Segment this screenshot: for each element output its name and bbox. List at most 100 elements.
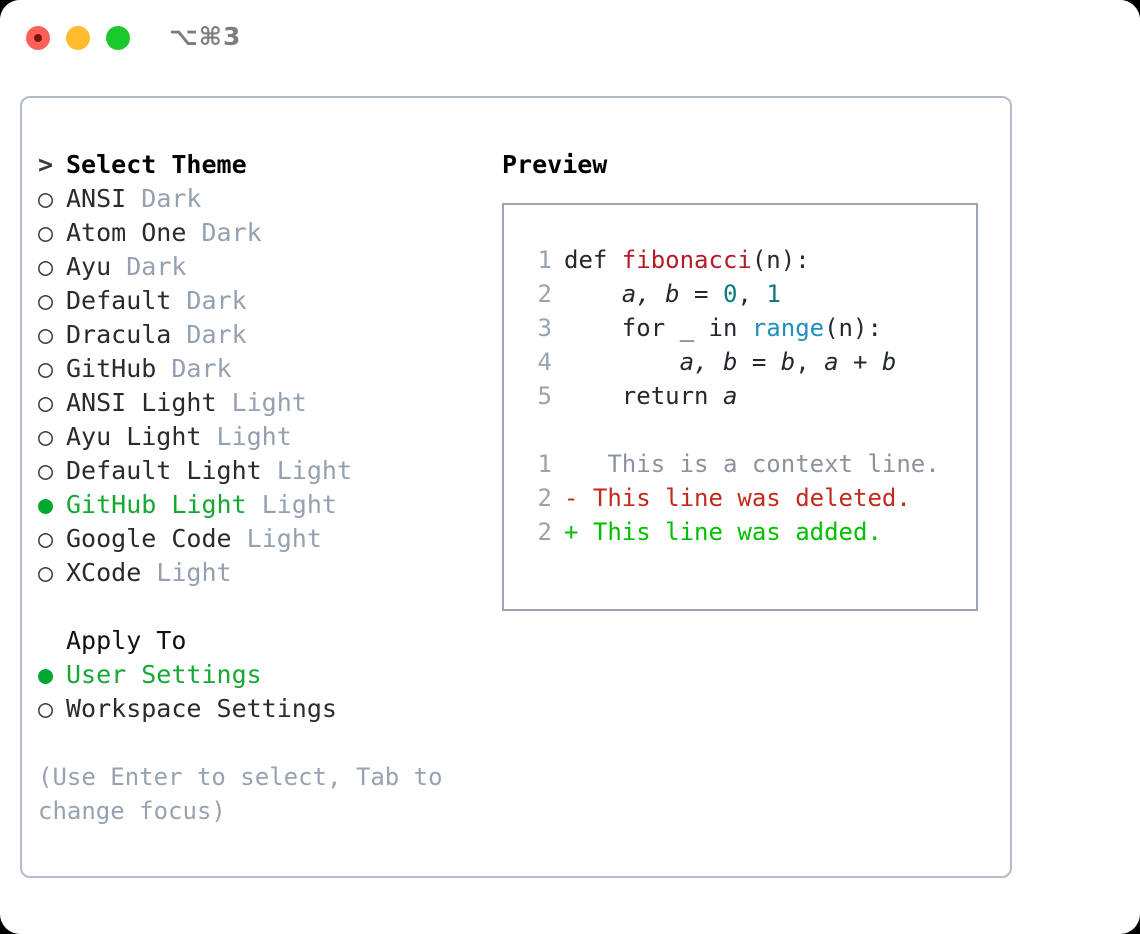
code-token: a, b: [621, 280, 680, 308]
code-token: (n):: [751, 246, 810, 274]
radio-unselected-icon: ○: [38, 218, 54, 247]
code-line-number: 5: [537, 382, 552, 410]
theme-variant-badge: Dark: [186, 286, 247, 315]
apply-to-option-label: Workspace Settings: [66, 694, 337, 723]
theme-name-label: GitHub Light: [66, 490, 247, 519]
code-token: return: [564, 382, 723, 410]
theme-list-item[interactable]: ○ Ayu Light Light: [38, 420, 488, 454]
radio-unselected-icon: ○: [38, 388, 54, 417]
theme-variant-badge: Light: [216, 422, 292, 451]
spacer: [201, 422, 216, 451]
apply-to-heading: Apply To: [66, 626, 187, 655]
spacer: [171, 320, 186, 349]
theme-list-item[interactable]: ○ ANSI Light Light: [38, 386, 488, 420]
theme-list-item[interactable]: ○ Atom One Dark: [38, 216, 488, 250]
theme-name-label: Dracula: [66, 320, 172, 349]
theme-name-label: Ayu Light: [66, 422, 202, 451]
spacer: [141, 558, 156, 587]
apply-to-option[interactable]: ○Workspace Settings: [38, 692, 488, 726]
theme-list-header-label: Select Theme: [66, 150, 247, 179]
code-token: range: [751, 314, 825, 342]
theme-list-item[interactable]: ○ Ayu Dark: [38, 250, 488, 284]
diff-lines: 1 This is a context line.2- This line wa…: [522, 447, 968, 549]
theme-list-item[interactable]: ○GitHub Dark: [38, 352, 488, 386]
code-token: +: [838, 348, 882, 376]
theme-name-label: Atom One: [66, 218, 187, 247]
theme-list-item[interactable]: ○XCode Light: [38, 556, 488, 590]
code-token: def: [564, 246, 622, 274]
code-line-number: 2: [537, 280, 552, 308]
theme-variant-badge: Dark: [201, 218, 262, 247]
radio-unselected-icon: ○: [38, 252, 54, 281]
main-panel: > Select Theme ○ANSI Dark○Atom One Dark○…: [20, 96, 1012, 878]
radio-unselected-icon: ○: [38, 558, 54, 587]
theme-name-label: Ayu: [66, 252, 112, 281]
diff-sign: -: [564, 484, 579, 512]
spacer: [186, 218, 201, 247]
code-line-number: 1: [537, 246, 552, 274]
radio-unselected-icon: ○: [38, 524, 54, 553]
spacer: [232, 524, 247, 553]
apply-to-option[interactable]: ●User Settings: [38, 658, 488, 692]
theme-list-item[interactable]: ○ANSI Dark: [38, 182, 488, 216]
theme-name-label: Default Light: [66, 456, 262, 485]
theme-list-item[interactable]: ●GitHub Light Light: [38, 488, 488, 522]
close-window-icon[interactable]: [26, 26, 50, 50]
code-line: 4 a, b = b, a + b: [522, 345, 968, 379]
code-token: fibonacci: [621, 246, 752, 274]
title-bar: ⌥⌘3: [0, 0, 1140, 76]
list-spacer: [38, 590, 488, 624]
diff-line-number: 2: [537, 484, 552, 512]
theme-name-label: Default: [66, 286, 172, 315]
spacer: [217, 388, 232, 417]
code-token: a: [824, 348, 839, 376]
theme-name-label: Google Code: [66, 524, 232, 553]
radio-unselected-icon: ○: [38, 354, 54, 383]
preview-title: Preview: [502, 150, 608, 179]
diff-line-number: 1: [537, 450, 552, 478]
spacer: [111, 252, 126, 281]
diff-text: This is a context line.: [578, 450, 940, 478]
radio-unselected-icon: ○: [38, 286, 54, 315]
code-line: 1 def fibonacci(n):: [522, 243, 968, 277]
diff-line: 1 This is a context line.: [522, 447, 968, 481]
code-token: (n):: [824, 314, 882, 342]
diff-sign: [564, 450, 578, 478]
code-line-number: 4: [537, 348, 552, 376]
code-line: 5 return a: [522, 379, 968, 413]
code-token: [564, 348, 680, 376]
theme-name-label: ANSI Light: [66, 388, 217, 417]
code-token: ,: [737, 280, 767, 308]
spacer: [262, 456, 277, 485]
spacer: [171, 286, 186, 315]
theme-list-item[interactable]: ○ Default Dark: [38, 284, 488, 318]
theme-list-item[interactable]: ○Google Code Light: [38, 522, 488, 556]
spacer: [126, 184, 141, 213]
diff-line: 2- This line was deleted.: [522, 481, 968, 515]
theme-variant-badge: Dark: [126, 252, 187, 281]
diff-line-number: 2: [537, 518, 552, 546]
radio-unselected-icon: ○: [38, 422, 54, 451]
apply-to-option-label: User Settings: [66, 660, 262, 689]
code-token: b: [881, 348, 897, 376]
diff-text: This line was added.: [578, 518, 882, 546]
theme-variant-badge: Light: [156, 558, 232, 587]
code-token: [564, 280, 622, 308]
keyboard-hint-text: (Use Enter to select, Tab to change focu…: [38, 763, 458, 825]
code-line-number: 3: [537, 314, 552, 342]
code-token: =: [737, 348, 781, 376]
theme-variant-badge: Light: [261, 490, 337, 519]
theme-list-item[interactable]: ○Default Light Light: [38, 454, 488, 488]
code-token: a, b: [679, 348, 738, 376]
window-controls: [26, 26, 130, 50]
maximize-window-icon[interactable]: [106, 26, 130, 50]
code-token: for _ in: [564, 314, 752, 342]
theme-variant-badge: Light: [231, 388, 307, 417]
theme-list-item[interactable]: ○Dracula Dark: [38, 318, 488, 352]
minimize-window-icon[interactable]: [66, 26, 90, 50]
theme-variant-badge: Light: [276, 456, 352, 485]
theme-list: ○ANSI Dark○Atom One Dark○Ayu Dark○Defaul…: [38, 182, 488, 590]
